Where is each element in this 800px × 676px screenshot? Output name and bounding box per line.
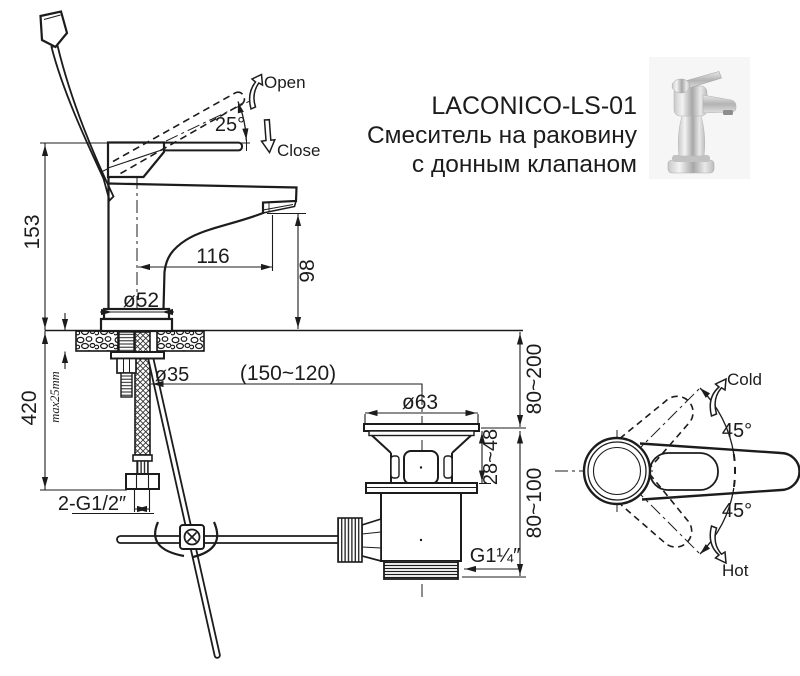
clamp-spring	[154, 521, 219, 559]
dim-base-dia-52: ø52	[123, 289, 159, 312]
product-model: LACONICO-LS-01	[431, 92, 637, 120]
dim-hose-thread: 2-G1/2″	[58, 493, 126, 515]
dimension-lines	[40, 143, 526, 578]
cold-angle-label: 45°	[722, 420, 752, 442]
faucet-side-view	[39, 10, 298, 333]
dim-under-420: 420	[18, 390, 41, 425]
hot-label: Hot	[722, 561, 749, 580]
handle-open-position	[112, 91, 246, 175]
handle-lever	[157, 141, 243, 152]
product-title: LACONICO-LS-01 Смеситель на раковину с д…	[367, 92, 638, 178]
dim-height-153: 153	[21, 214, 44, 249]
close-arrow-icon	[260, 118, 276, 155]
open-label: Open	[264, 73, 306, 92]
product-subtitle-2: с донным клапаном	[412, 151, 637, 178]
under-counter-assembly	[110, 331, 342, 659]
handle-position-hot	[620, 473, 693, 548]
dim-hole-dia-35: ø35	[155, 364, 189, 386]
handle-cap	[106, 141, 166, 179]
lift-rod-knob	[39, 10, 69, 49]
open-arrow-icon	[248, 73, 264, 111]
dim-flange-dia-63: ø63	[402, 391, 438, 414]
dim-clamp-28-48: 28~48	[480, 429, 502, 485]
handle-top-view: Cold 45° 45° Hot	[555, 370, 800, 580]
handle-angle-label: 25°	[215, 114, 245, 136]
lift-rod	[50, 44, 115, 203]
countertop-section	[45, 329, 523, 352]
product-photo	[649, 57, 750, 179]
dim-range-80-100: 80~100	[523, 468, 546, 539]
dim-reach-116: 116	[196, 245, 229, 268]
drain-assembly	[337, 423, 480, 580]
cold-arrow-icon	[709, 377, 727, 418]
dim-offset-150-120: (150~120)	[240, 362, 336, 385]
hot-angle-label: 45°	[722, 500, 752, 522]
dim-spout-98: 98	[296, 259, 319, 282]
hot-arrow-icon	[709, 524, 727, 565]
close-label: Close	[277, 141, 320, 160]
handle-lever-top	[639, 442, 800, 501]
cold-label: Cold	[727, 370, 762, 389]
dim-outlet-thread: G1¼″	[470, 545, 520, 567]
product-subtitle-1: Смеситель на раковину	[367, 122, 638, 149]
drain-horizontal-rod	[116, 535, 342, 544]
dim-max25mm: max25mm	[48, 371, 62, 422]
dim-range-80-200: 80~200	[523, 344, 546, 415]
pop-up-linkage-rod	[145, 350, 221, 659]
handle-position-cold	[619, 395, 694, 468]
